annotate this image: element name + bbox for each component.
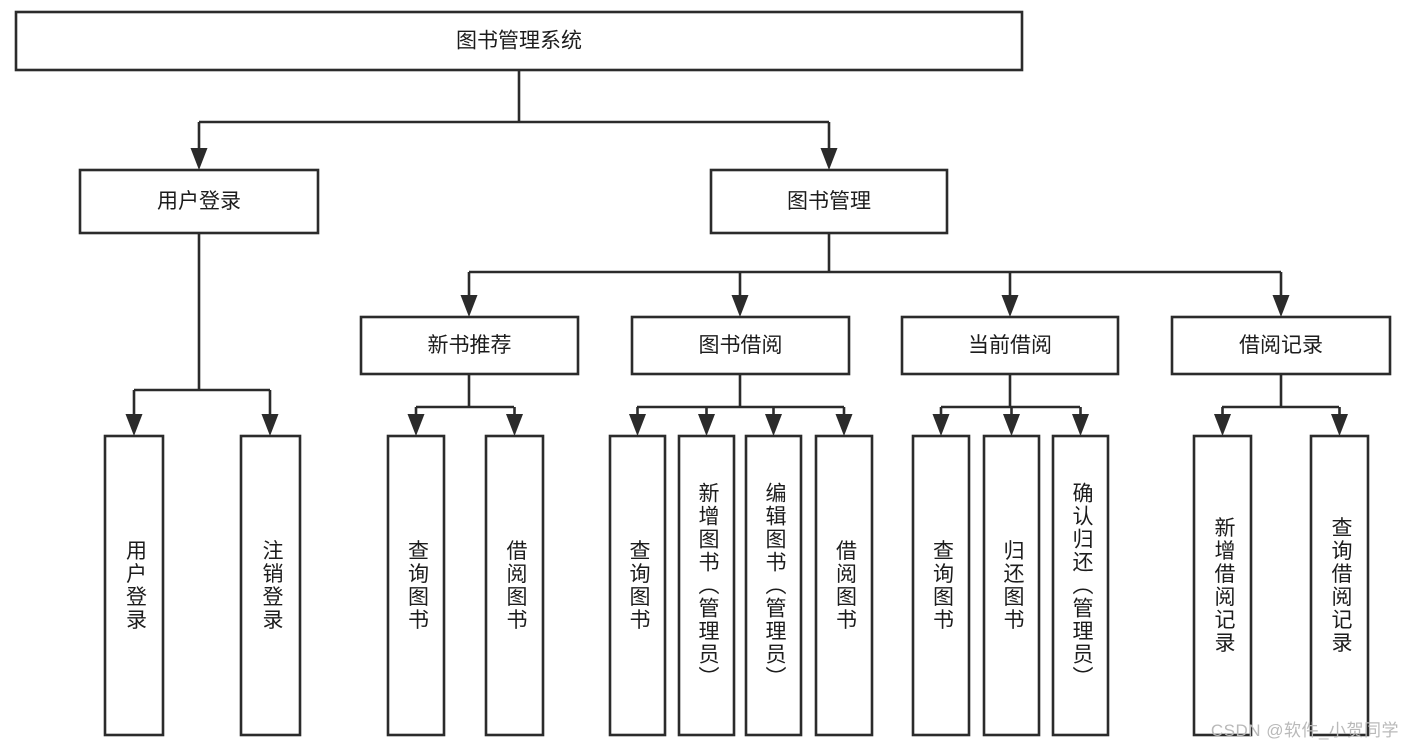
node-label-leaf-query-book-current: 查询图书	[931, 540, 955, 632]
root-arrow-1-head	[820, 148, 838, 170]
node-box-leaf-query-book-borrow[interactable]	[608, 434, 667, 737]
current-borrow-arrow-0-head	[932, 414, 950, 436]
node-label-book-borrow: 图书借阅	[699, 334, 783, 357]
node-label-leaf-user-login: 用户登录	[124, 540, 148, 632]
node-label-leaf-confirm-return-admin: 确认归还（管理员）	[1070, 482, 1094, 689]
node-box-leaf-edit-book-admin[interactable]	[744, 434, 803, 737]
book-borrow-arrow-0-head	[629, 414, 646, 436]
node-box-leaf-query-book-current[interactable]	[911, 434, 971, 737]
borrow-record-arrow-0-head	[1214, 414, 1231, 436]
node-label-leaf-edit-book-admin: 编辑图书（管理员）	[763, 482, 787, 689]
node-box-leaf-return-book[interactable]	[982, 434, 1041, 737]
node-leaf-confirm-return-admin[interactable]: 确认归还（管理员）	[1051, 434, 1110, 737]
node-leaf-query-book-current[interactable]: 查询图书	[911, 434, 971, 737]
node-box-leaf-query-borrow-record[interactable]	[1309, 434, 1370, 737]
node-box-new-book-recommend[interactable]	[359, 315, 580, 376]
node-box-leaf-add-borrow-record[interactable]	[1192, 434, 1253, 737]
node-label-book-management: 图书管理	[787, 190, 871, 213]
userlogin-arrow-1-head	[261, 414, 279, 436]
node-leaf-add-book-admin[interactable]: 新增图书（管理员）	[677, 434, 736, 737]
node-label-user-login: 用户登录	[157, 190, 241, 213]
userlogin-arrow-0-head	[125, 414, 143, 436]
csdn-watermark: CSDN @软件_小贺同学	[1210, 721, 1399, 740]
node-box-current-borrow[interactable]	[900, 315, 1120, 376]
book-borrow-arrow-3-head	[835, 414, 853, 436]
node-label-leaf-add-borrow-record: 新增借阅记录	[1212, 517, 1236, 655]
node-leaf-user-logout[interactable]: 注销登录	[239, 434, 302, 737]
new-book-recommend-arrow-1-head	[506, 414, 523, 436]
bookmgmt-arrow-3-head	[1272, 295, 1290, 317]
node-root[interactable]: 图书管理系统	[14, 10, 1024, 72]
book-borrow-arrow-1-head	[698, 414, 715, 436]
node-box-leaf-borrow-book-recommend[interactable]	[484, 434, 545, 737]
node-leaf-edit-book-admin[interactable]: 编辑图书（管理员）	[744, 434, 803, 737]
node-leaf-add-borrow-record[interactable]: 新增借阅记录	[1192, 434, 1253, 737]
node-leaf-query-book-recommend[interactable]: 查询图书	[386, 434, 446, 737]
bookmgmt-arrow-2-head	[1001, 295, 1019, 317]
node-layer: 图书管理系统用户登录图书管理新书推荐图书借阅当前借阅借阅记录用户登录注销登录查询…	[14, 10, 1392, 737]
node-book-management[interactable]: 图书管理	[709, 168, 949, 235]
node-label-leaf-borrow-book-borrow: 借阅图书	[834, 540, 858, 632]
borrow-record-arrow-1-head	[1331, 414, 1348, 436]
node-label-borrow-record: 借阅记录	[1239, 334, 1323, 357]
book-borrow-arrow-2-head	[765, 414, 782, 436]
node-current-borrow[interactable]: 当前借阅	[900, 315, 1120, 376]
node-leaf-borrow-book-borrow[interactable]: 借阅图书	[814, 434, 874, 737]
node-label-new-book-recommend: 新书推荐	[428, 334, 512, 357]
node-user-login[interactable]: 用户登录	[78, 168, 320, 235]
node-box-leaf-user-logout[interactable]	[239, 434, 302, 737]
node-new-book-recommend[interactable]: 新书推荐	[359, 315, 580, 376]
node-box-book-borrow[interactable]	[630, 315, 851, 376]
node-box-leaf-query-book-recommend[interactable]	[386, 434, 446, 737]
root-arrow-0-head	[190, 148, 208, 170]
node-leaf-query-book-borrow[interactable]: 查询图书	[608, 434, 667, 737]
node-leaf-return-book[interactable]: 归还图书	[982, 434, 1041, 737]
node-borrow-record[interactable]: 借阅记录	[1170, 315, 1392, 376]
connector-layer	[125, 70, 1348, 436]
node-leaf-borrow-book-recommend[interactable]: 借阅图书	[484, 434, 545, 737]
node-box-user-login[interactable]	[78, 168, 320, 235]
bookmgmt-arrow-1-head	[731, 295, 749, 317]
node-leaf-user-login[interactable]: 用户登录	[103, 434, 165, 737]
node-label-leaf-query-borrow-record: 查询借阅记录	[1329, 517, 1353, 655]
node-box-leaf-user-login[interactable]	[103, 434, 165, 737]
node-label-leaf-return-book: 归还图书	[1001, 540, 1025, 632]
node-label-leaf-add-book-admin: 新增图书（管理员）	[696, 482, 720, 689]
node-label-leaf-borrow-book-recommend: 借阅图书	[504, 540, 528, 632]
new-book-recommend-arrow-0-head	[407, 414, 425, 436]
current-borrow-arrow-2-head	[1072, 414, 1089, 436]
node-book-borrow[interactable]: 图书借阅	[630, 315, 851, 376]
node-box-root[interactable]	[14, 10, 1024, 72]
node-box-book-management[interactable]	[709, 168, 949, 235]
bookmgmt-arrow-0-head	[460, 295, 478, 317]
node-label-root: 图书管理系统	[456, 30, 582, 53]
current-borrow-arrow-1-head	[1003, 414, 1020, 436]
node-label-current-borrow: 当前借阅	[968, 334, 1052, 357]
node-box-leaf-add-book-admin[interactable]	[677, 434, 736, 737]
node-leaf-query-borrow-record[interactable]: 查询借阅记录	[1309, 434, 1370, 737]
node-label-leaf-user-logout: 注销登录	[260, 540, 284, 632]
node-label-leaf-query-book-recommend: 查询图书	[406, 540, 430, 632]
node-box-borrow-record[interactable]	[1170, 315, 1392, 376]
node-box-leaf-borrow-book-borrow[interactable]	[814, 434, 874, 737]
node-label-leaf-query-book-borrow: 查询图书	[627, 540, 651, 632]
node-box-leaf-confirm-return-admin[interactable]	[1051, 434, 1110, 737]
